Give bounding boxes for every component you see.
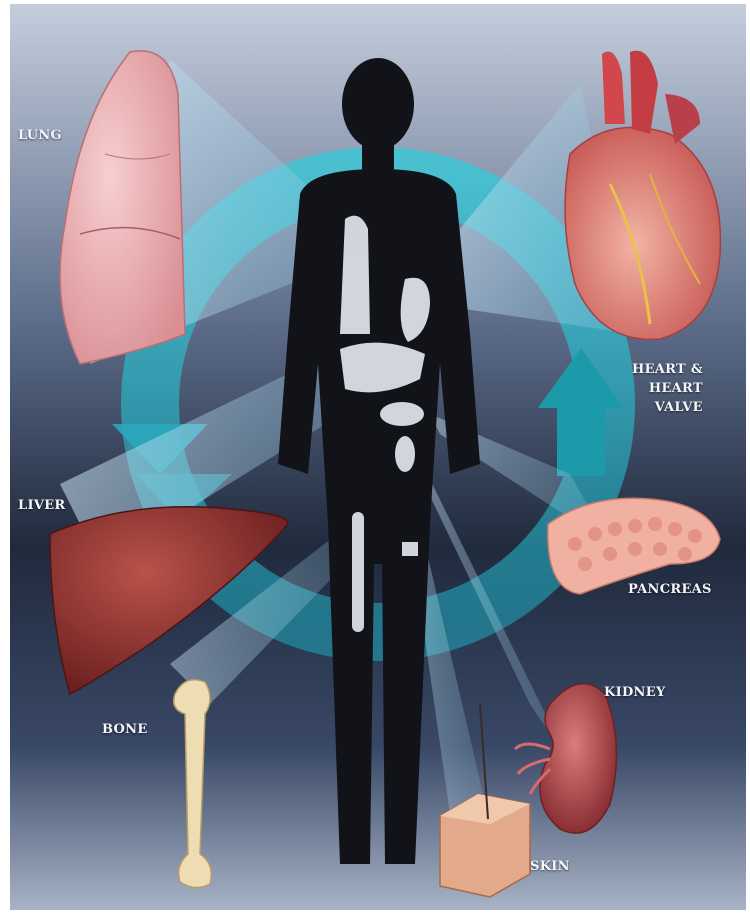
label-pancreas: PANCREAS	[628, 580, 712, 599]
label-lung: LUNG	[18, 126, 62, 145]
label-skin: SKIN	[530, 857, 570, 876]
arrow-up-shaft	[557, 406, 605, 476]
heart-icon	[565, 51, 720, 340]
lung-icon	[60, 51, 185, 364]
bone-icon	[174, 680, 212, 888]
label-liver: LIVER	[18, 496, 66, 515]
poster-illustration	[10, 4, 746, 910]
label-bone: BONE	[102, 720, 148, 739]
label-kidney: KIDNEY	[604, 683, 666, 702]
label-heart-and-valve: HEART & HEART VALVE	[632, 360, 703, 417]
organ-transplant-poster: LUNG HEART & HEART VALVE LIVER PANCREAS …	[10, 4, 746, 910]
